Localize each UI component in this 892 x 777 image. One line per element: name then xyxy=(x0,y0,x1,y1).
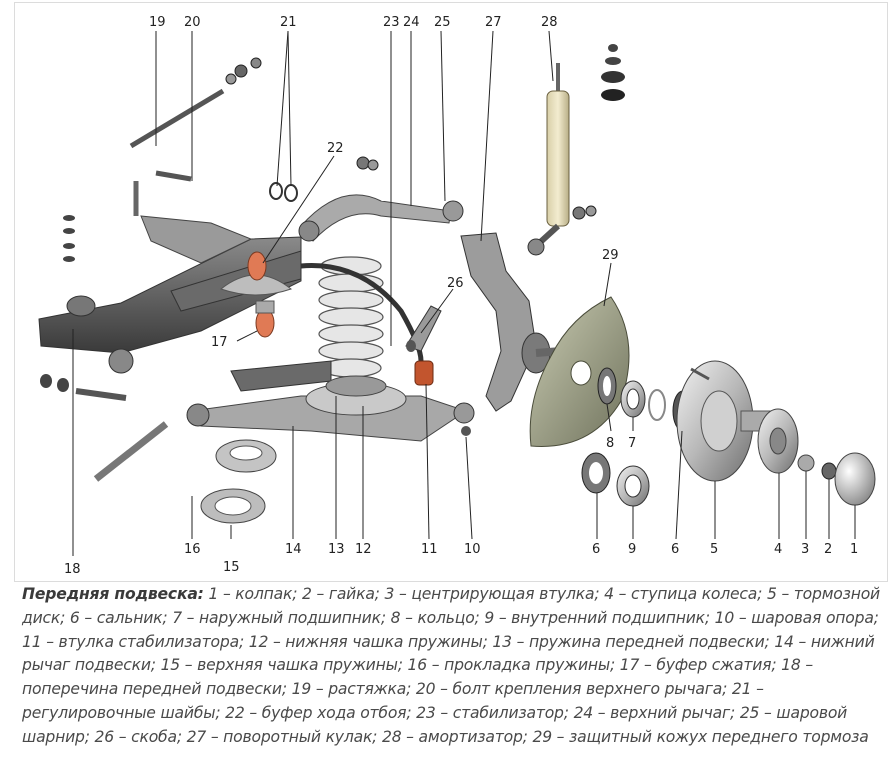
caption-title: Передняя подвеска: xyxy=(22,585,204,603)
shock-absorber-part xyxy=(527,44,625,256)
caption-text: 1 – колпак; 2 – гайка; 3 – центрирующая … xyxy=(22,585,880,746)
part-label-7: 7 xyxy=(628,436,636,451)
part-label-9: 9 xyxy=(628,542,636,557)
buffers-part xyxy=(219,251,293,338)
part-label-13: 13 xyxy=(328,542,345,557)
hub-disk-part xyxy=(676,360,876,506)
part-label-27: 27 xyxy=(485,15,502,30)
coil-spring-part xyxy=(318,256,384,378)
part-label-20: 20 xyxy=(184,15,201,30)
part-label-26: 26 xyxy=(447,276,464,291)
exploded-diagram: 19 20 21 22 23 24 25 27 28 26 29 17 8 7 … xyxy=(38,15,876,577)
part-label-25: 25 xyxy=(434,15,451,30)
part-label-12: 12 xyxy=(355,542,372,557)
part-label-4: 4 xyxy=(774,542,782,557)
spring-pads-part xyxy=(200,439,277,524)
part-label-8: 8 xyxy=(606,436,614,451)
bearings-part xyxy=(581,367,694,507)
figure-caption: Передняя подвеска: 1 – колпак; 2 – гайка… xyxy=(22,583,884,750)
upper-arm-part xyxy=(298,156,464,242)
part-label-14: 14 xyxy=(285,542,302,557)
part-label-17: 17 xyxy=(211,335,228,350)
brake-shield-part xyxy=(529,296,630,447)
part-label-21: 21 xyxy=(280,15,297,30)
part-label-15: 15 xyxy=(223,560,240,575)
part-labels: 19 20 21 22 23 24 25 27 28 26 29 17 8 7 … xyxy=(64,15,858,577)
part-label-23: 23 xyxy=(383,15,400,30)
part-label-29: 29 xyxy=(602,248,619,263)
part-label-24: 24 xyxy=(403,15,420,30)
part-label-28: 28 xyxy=(541,15,558,30)
part-label-18: 18 xyxy=(64,562,81,577)
part-label-3: 3 xyxy=(801,542,809,557)
leader-lines xyxy=(72,30,856,556)
part-label-22: 22 xyxy=(327,141,344,156)
diagram-frame: 19 20 21 22 23 24 25 27 28 26 29 17 8 7 … xyxy=(14,2,888,582)
part-label-5: 5 xyxy=(710,542,718,557)
part-label-6b: 6 xyxy=(671,542,679,557)
part-label-16: 16 xyxy=(184,542,201,557)
upper-bolts-part xyxy=(40,57,298,482)
part-label-10: 10 xyxy=(464,542,481,557)
part-label-6a: 6 xyxy=(592,542,600,557)
part-label-2: 2 xyxy=(824,542,832,557)
lower-arm-part xyxy=(186,360,475,442)
part-label-19: 19 xyxy=(149,15,166,30)
part-label-1: 1 xyxy=(850,542,858,557)
part-label-11: 11 xyxy=(421,542,438,557)
steering-knuckle-part xyxy=(460,232,562,412)
